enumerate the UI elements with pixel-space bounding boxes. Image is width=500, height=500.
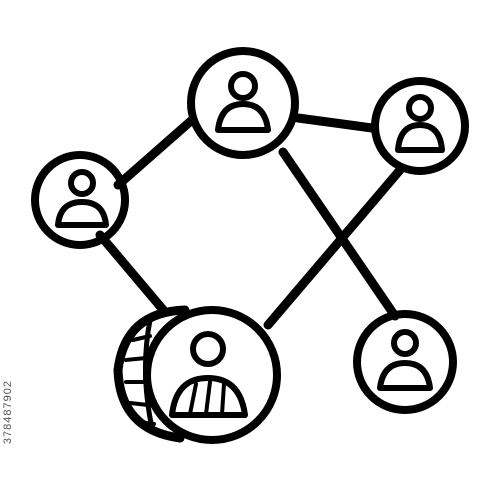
connection-lines [95,113,405,330]
connector-top-bottomright [278,147,400,321]
user-node-bottom-right [353,310,457,414]
user-node-top [187,47,299,159]
connector-left-coin [95,230,170,317]
user-node-bottom-left-coin [113,305,281,444]
stock-id-watermark: 378487902 [2,380,14,445]
connector-left-top [113,115,197,190]
connector-top-topright [293,113,377,133]
connector-topright-coin [263,165,405,330]
user-node-left [31,151,129,249]
user-node-top-right [371,77,469,175]
